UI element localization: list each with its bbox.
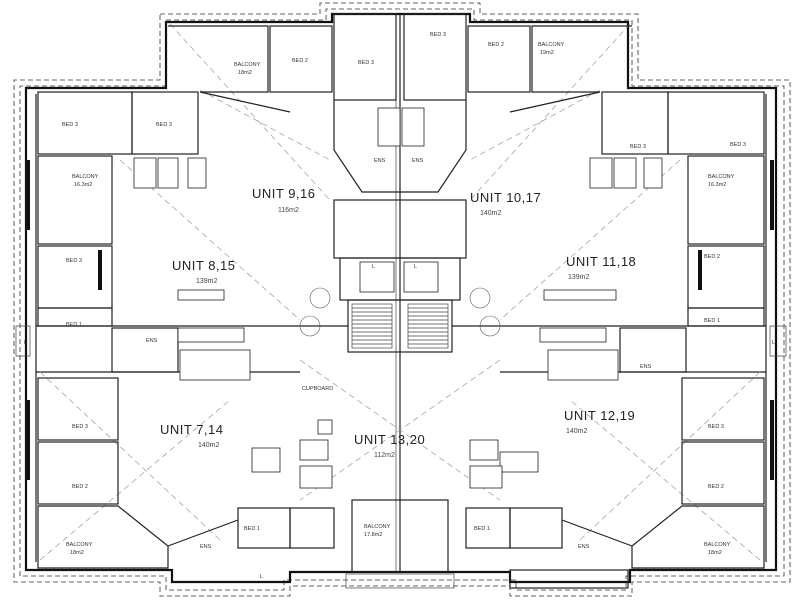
- bedroom-label: BED 2: [72, 484, 88, 490]
- site-boundary: [13, 2, 791, 597]
- bedroom-label: BED 1: [474, 526, 490, 532]
- bedroom-label: BED 2: [292, 58, 308, 64]
- bedroom-label: BED 3: [66, 258, 82, 264]
- top-right-wing: [467, 25, 774, 381]
- lift-label: L: [372, 264, 375, 270]
- central-core: [36, 13, 766, 572]
- ensuite-label: ENS: [578, 544, 590, 550]
- balcony-label: BALCONY: [708, 174, 735, 180]
- bedroom-label: BED 3: [630, 144, 646, 150]
- balcony-area: 18m2: [70, 550, 84, 556]
- balcony-area: 18m2: [708, 550, 722, 556]
- bedroom-label: BED 2: [704, 254, 720, 260]
- bottom-right-wing: [465, 377, 774, 589]
- bedroom-label: BED 3: [430, 32, 446, 38]
- unit-name-12-19: UNIT 12,19: [564, 408, 635, 423]
- exterior-walls: [24, 12, 778, 584]
- balcony-label: BALCONY: [364, 524, 391, 530]
- ensuite-label: ENS: [412, 158, 424, 164]
- balcony-area: 16.3m2: [708, 182, 726, 188]
- unit-name-7-14: UNIT 7,14: [160, 422, 224, 437]
- ensuite-label: ENS: [640, 364, 652, 370]
- lift-label: L: [772, 340, 775, 346]
- top-left-wing: [26, 25, 333, 381]
- balcony-label: BALCONY: [234, 62, 261, 68]
- lift-label: L: [414, 264, 417, 270]
- lift-label: L: [260, 574, 263, 580]
- balcony-area: 16.3m2: [74, 182, 92, 188]
- unit-name-8-15: UNIT 8,15: [172, 258, 236, 273]
- bedroom-label: BED 2: [708, 484, 724, 490]
- bedroom-label: BED 3: [730, 142, 746, 148]
- bedroom-label: BED 3: [62, 122, 78, 128]
- stairs: [351, 303, 449, 349]
- side-lifts: [15, 325, 787, 357]
- unit-area-8-15: 139m2: [196, 278, 218, 285]
- bedroom-label: BED 1: [66, 322, 82, 328]
- balcony-label: BALCONY: [704, 542, 731, 548]
- unit-name-13-20: UNIT 13,20: [354, 432, 425, 447]
- balcony-area: 19m2: [540, 50, 554, 56]
- unit-area-12-19: 140m2: [566, 428, 588, 435]
- bedroom-label: BED 2: [488, 42, 504, 48]
- unit-name-11-18: UNIT 11,18: [566, 254, 636, 269]
- bedroom-label: BED 1: [244, 526, 260, 532]
- unit-name-9-16: UNIT 9,16: [252, 186, 316, 201]
- balcony-label: BALCONY: [66, 542, 93, 548]
- unit-area-9-16: 116m2: [278, 207, 299, 214]
- cupboard-label: CUPBOARD: [302, 386, 333, 392]
- balcony-area: 17.8m2: [364, 532, 382, 538]
- unit-name-10-17: UNIT 10,17: [470, 190, 541, 205]
- ensuite-label: ENS: [374, 158, 386, 164]
- unit-area-10-17: 140m2: [480, 210, 502, 217]
- bedroom-label: BED 3: [708, 424, 724, 430]
- bedroom-label: BED 1: [704, 318, 720, 324]
- balcony-label: BALCONY: [72, 174, 99, 180]
- ensuite-label: ENS: [146, 338, 158, 344]
- unit-labels: UNIT 9,16 116m2 UNIT 10,17 140m2 UNIT 8,…: [160, 186, 636, 459]
- unit-area-13-20: 112m2: [374, 452, 395, 459]
- bedroom-label: BED 3: [156, 122, 172, 128]
- bottom-left-wing: [26, 377, 335, 569]
- lift-label: L: [24, 340, 27, 346]
- unit-area-7-14: 140m2: [198, 442, 220, 449]
- balcony-area: 18m2: [238, 70, 252, 76]
- bedroom-label: BED 3: [72, 424, 88, 430]
- bottom-center-balcony: [345, 499, 455, 589]
- ensuite-label: ENS: [200, 544, 212, 550]
- unit-area-11-18: 139m2: [568, 274, 590, 281]
- room-labels: BED 2 BED 3 BED 3 BED 2 BED 3 BED 3 BED …: [24, 32, 775, 580]
- balcony-labels: BALCONY 18m2 BALCONY 19m2 BALCONY 16.3m2…: [66, 42, 735, 556]
- bedroom-label: BED 3: [358, 60, 374, 66]
- balcony-label: BALCONY: [538, 42, 565, 48]
